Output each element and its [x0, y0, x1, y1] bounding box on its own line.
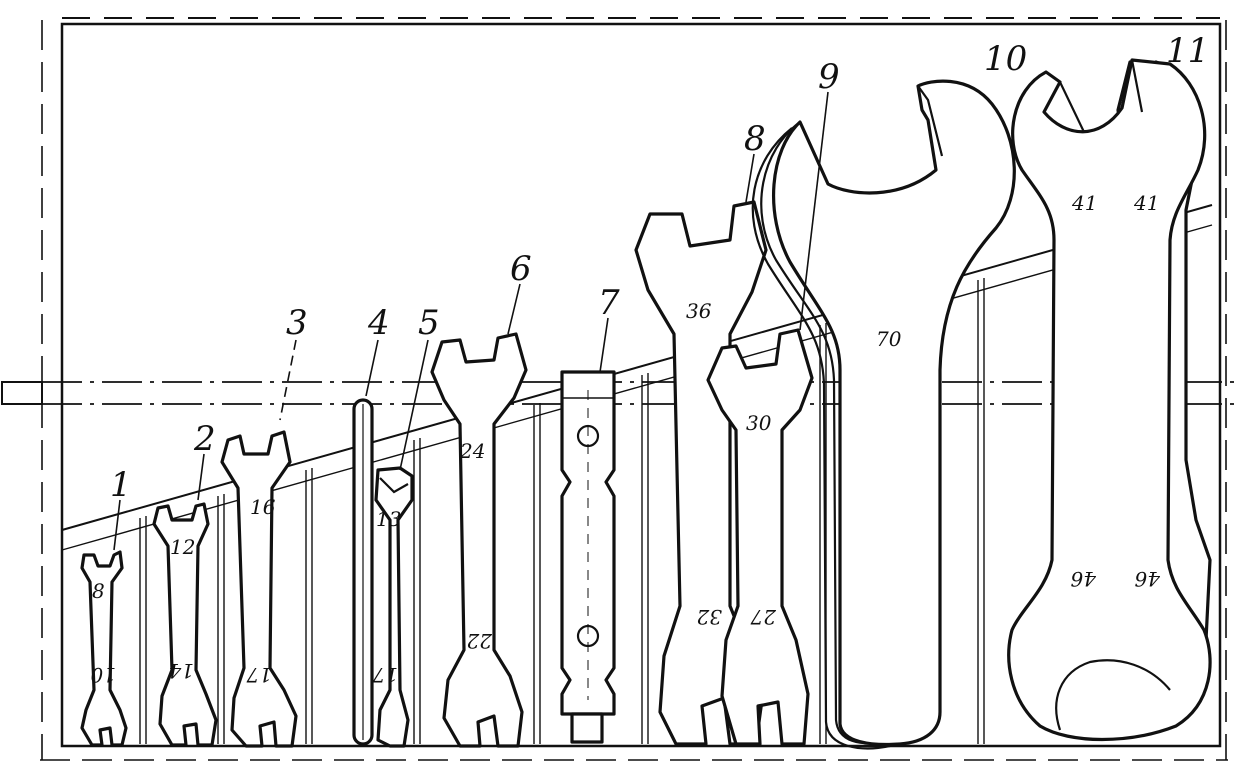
- wrench-1: [80, 550, 128, 747]
- leader-lines: [113, 91, 829, 551]
- box-spanner-7: [560, 370, 616, 744]
- size-markings: 8 10 12 14 16 17 13 17 24 22 36 32 30 27…: [90, 191, 1161, 687]
- size-10: 70: [876, 327, 902, 351]
- wrench-2: [152, 502, 218, 747]
- wrench-11-front: [1007, 58, 1212, 742]
- size-3-top: 16: [250, 495, 276, 519]
- hinge-axis: [1, 381, 1234, 405]
- wrench-9: [706, 328, 814, 746]
- size-8-top: 36: [686, 299, 712, 323]
- part-label-2: 2: [193, 419, 216, 459]
- size-6-top: 24: [459, 439, 485, 463]
- part-label-7: 7: [598, 283, 620, 323]
- size-5-top: 13: [376, 507, 401, 531]
- case-frame: [40, 17, 1228, 761]
- wrench-5: [374, 466, 414, 748]
- part-label-4: 4: [367, 303, 390, 343]
- part-label-9: 9: [818, 57, 840, 97]
- slot-dividers: [139, 278, 985, 744]
- part-label-3: 3: [286, 303, 308, 343]
- size-1-bottom: 10: [90, 663, 116, 687]
- size-2-top: 12: [170, 535, 195, 559]
- wrench-3: [220, 430, 298, 748]
- size-11a-bottom: 46: [1070, 567, 1097, 591]
- wrench-6: [430, 332, 528, 748]
- size-3-bottom: 17: [246, 663, 272, 687]
- size-5-bottom: 17: [372, 663, 398, 687]
- size-11b-bottom: 46: [1134, 567, 1161, 591]
- rod-4: [352, 398, 374, 746]
- part-number-labels: 1 2 3 4 5 6 7 8 9 10 11: [110, 31, 1209, 505]
- size-11b-top: 41: [1133, 191, 1159, 215]
- size-2-bottom: 14: [169, 659, 194, 683]
- size-6-bottom: 22: [467, 629, 493, 653]
- part-label-10: 10: [984, 39, 1027, 79]
- part-label-8: 8: [744, 119, 766, 159]
- size-8-bottom: 32: [697, 605, 722, 629]
- part-label-5: 5: [418, 303, 440, 343]
- part-label-6: 6: [510, 249, 532, 289]
- part-label-1: 1: [110, 465, 132, 505]
- part-label-11: 11: [1166, 31, 1209, 71]
- size-1-top: 8: [92, 579, 105, 603]
- size-9-bottom: 27: [750, 605, 777, 629]
- size-9-top: 30: [746, 411, 772, 435]
- size-11a-top: 41: [1071, 191, 1097, 215]
